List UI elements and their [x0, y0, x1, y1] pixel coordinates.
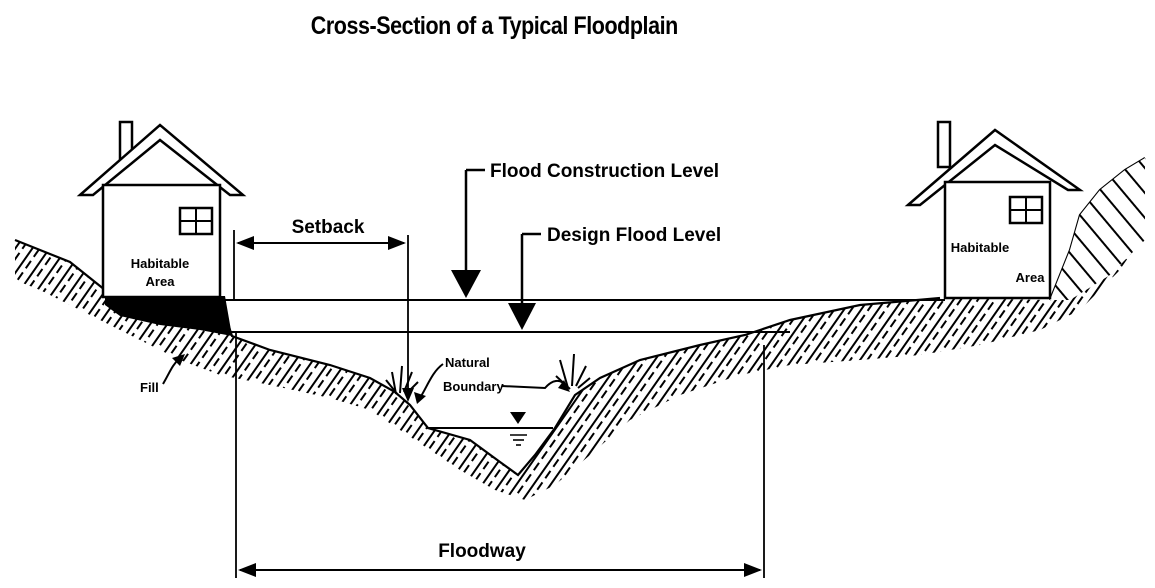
design-flood-level-label: Design Flood Level	[547, 225, 721, 246]
right-bank-hatch	[1050, 158, 1145, 300]
flood-construction-level-callout: Flood Construction Level	[451, 161, 719, 298]
setback-label: Setback	[292, 217, 365, 238]
design-flood-level-arrow	[508, 303, 536, 330]
diagram-title: Cross-Section of a Typical Floodplain	[310, 12, 679, 40]
fill-pointer-arrowhead	[172, 354, 185, 366]
left-habitable-label-1: Habitable	[131, 256, 190, 271]
grass-tuft-right	[555, 353, 591, 390]
floodway-dimension: Floodway	[235, 332, 765, 578]
right-house-roof	[904, 128, 1084, 207]
left-house-wall	[101, 183, 222, 299]
floodway-label: Floodway	[438, 541, 526, 562]
natural-boundary-label-2: Boundary	[443, 379, 504, 394]
grass-tuft-left	[385, 365, 419, 396]
right-house-wall	[943, 180, 1052, 300]
design-flood-level-callout: Design Flood Level	[508, 225, 721, 330]
water-level-symbol	[510, 412, 526, 424]
left-habitable-label-2: Area	[146, 274, 176, 289]
right-house: Habitable Area	[904, 120, 1084, 300]
flood-construction-level-label: Flood Construction Level	[490, 161, 719, 182]
fill-label: Fill	[140, 380, 159, 395]
right-house-chimney	[936, 120, 952, 169]
ground-profile	[14, 157, 1146, 500]
left-house-roof	[76, 123, 247, 197]
fill-mound	[105, 296, 232, 336]
right-habitable-label-1: Habitable	[951, 240, 1010, 255]
water-surface	[428, 412, 553, 446]
natural-boundary-label-1: Natural	[445, 355, 490, 370]
flood-construction-level-arrow	[451, 270, 481, 298]
soil-hatch	[15, 158, 1145, 500]
left-house: Habitable Area	[76, 120, 247, 299]
right-habitable-label-2: Area	[1016, 270, 1046, 285]
natural-boundary-pointer-left	[419, 363, 444, 399]
natural-boundary-pointer-right	[501, 380, 567, 390]
